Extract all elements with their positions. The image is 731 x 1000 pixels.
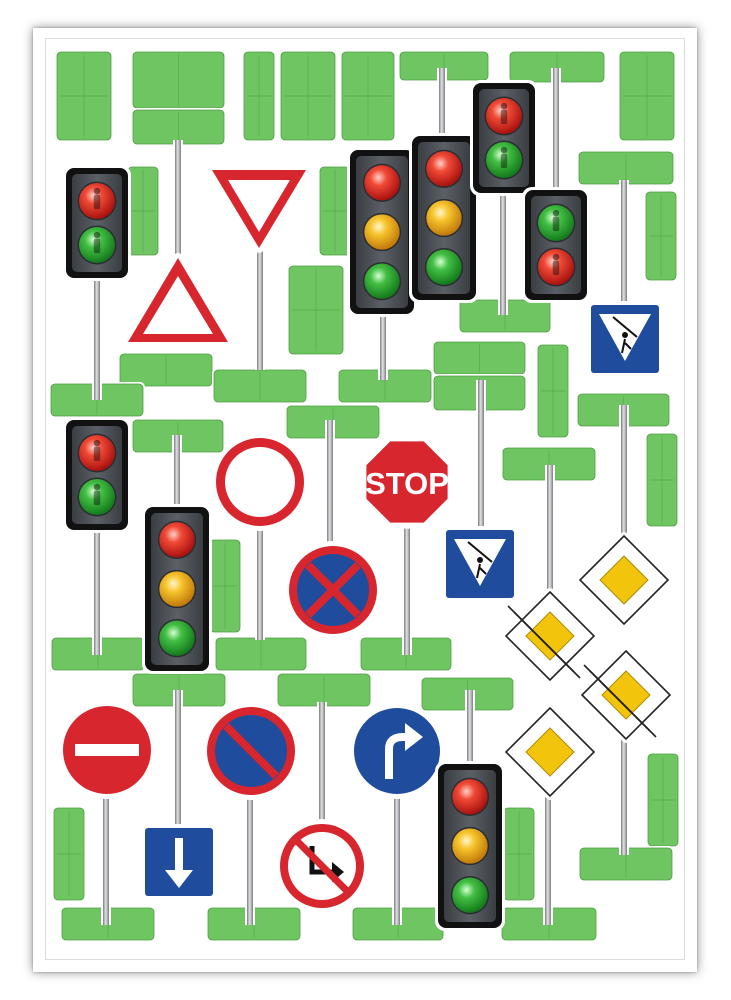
pedestrian-crossing-sign-icon (587, 301, 663, 377)
grass-tile (536, 343, 570, 439)
grass-tile (287, 264, 345, 356)
grass-tile (577, 150, 675, 186)
sheet-border (45, 38, 685, 960)
sign-pole (255, 510, 265, 640)
sign-pole (543, 780, 553, 925)
sign-pole (92, 270, 102, 400)
grass-tile (126, 165, 160, 257)
traffic-light-icon (142, 504, 212, 674)
grass-tile (644, 190, 678, 282)
yield-sign-icon (207, 165, 311, 253)
grass-tile (118, 352, 214, 388)
grass-tile (279, 50, 337, 142)
one-way-down-sign-icon (141, 824, 217, 900)
sign-layer (58, 80, 674, 931)
no-parking-sign-icon (202, 702, 300, 800)
grass-tile (508, 50, 606, 84)
no-stopping-sign-icon (284, 541, 382, 639)
grass-tile (340, 50, 396, 142)
sign-pole (325, 420, 335, 560)
pedestrian-light-icon (470, 80, 538, 196)
no-vehicles-sign-icon (211, 433, 309, 531)
grass-tile (131, 108, 226, 146)
sign-pole (551, 68, 561, 195)
end-priority-road-sign-icon (502, 588, 598, 684)
pole-layer (92, 68, 629, 925)
grass-tile (618, 50, 676, 142)
label-layer: STOP (365, 466, 449, 501)
traffic-light-icon (435, 761, 505, 931)
sign-pole (619, 405, 629, 545)
grass-tile (276, 672, 372, 708)
grass-tile (645, 432, 679, 528)
sign-pole (402, 520, 412, 655)
grass-tile (52, 806, 86, 902)
priority-road-sign-icon (576, 532, 672, 628)
traffic-light-icon (409, 133, 479, 303)
grass-tile (212, 368, 308, 404)
grass-tile (242, 50, 276, 142)
grass-tile (131, 50, 226, 110)
sign-pole (173, 140, 183, 270)
traffic-light-icon (347, 147, 417, 317)
sign-pole (545, 465, 555, 590)
sign-pole (465, 690, 475, 770)
grass-tile (214, 636, 308, 672)
grass-tile (458, 298, 552, 334)
grass-tile (432, 340, 527, 376)
grass-tile (578, 846, 674, 882)
sign-pole (437, 68, 447, 145)
turn-right-sign-icon (349, 703, 445, 799)
grass-tile (502, 806, 536, 902)
stop-sign-label: STOP (365, 466, 449, 501)
sign-pole (476, 380, 486, 535)
grass-tile (337, 368, 433, 404)
sign-pole (378, 300, 388, 380)
grass-tile (55, 50, 113, 142)
pedestrian-light-icon (522, 187, 590, 303)
pedestrian-crossing-sign-icon (442, 526, 518, 602)
no-entry-sign-icon (58, 701, 156, 799)
sign-pole (173, 690, 183, 830)
stop-sign-icon (360, 435, 454, 529)
sign-pole (92, 525, 102, 655)
grass-tile (318, 165, 352, 257)
grass-tile (208, 538, 242, 634)
priority-road-sign-icon (502, 704, 598, 800)
end-priority-road-sign-icon (578, 647, 674, 743)
grass-tile (646, 752, 680, 848)
sign-pole (101, 790, 111, 925)
sign-pole (172, 435, 182, 520)
sign-pole (392, 790, 402, 925)
pedestrian-light-icon (63, 417, 131, 533)
sign-pole (619, 740, 629, 855)
sign-pole (255, 245, 265, 370)
no-right-turn-sign-icon (275, 819, 369, 913)
pedestrian-light-icon (63, 165, 131, 281)
sign-pole (498, 190, 508, 315)
warning-triangle-icon (123, 253, 233, 347)
sign-pole (619, 180, 629, 315)
sign-pole (245, 790, 255, 925)
sign-pole (317, 702, 327, 830)
